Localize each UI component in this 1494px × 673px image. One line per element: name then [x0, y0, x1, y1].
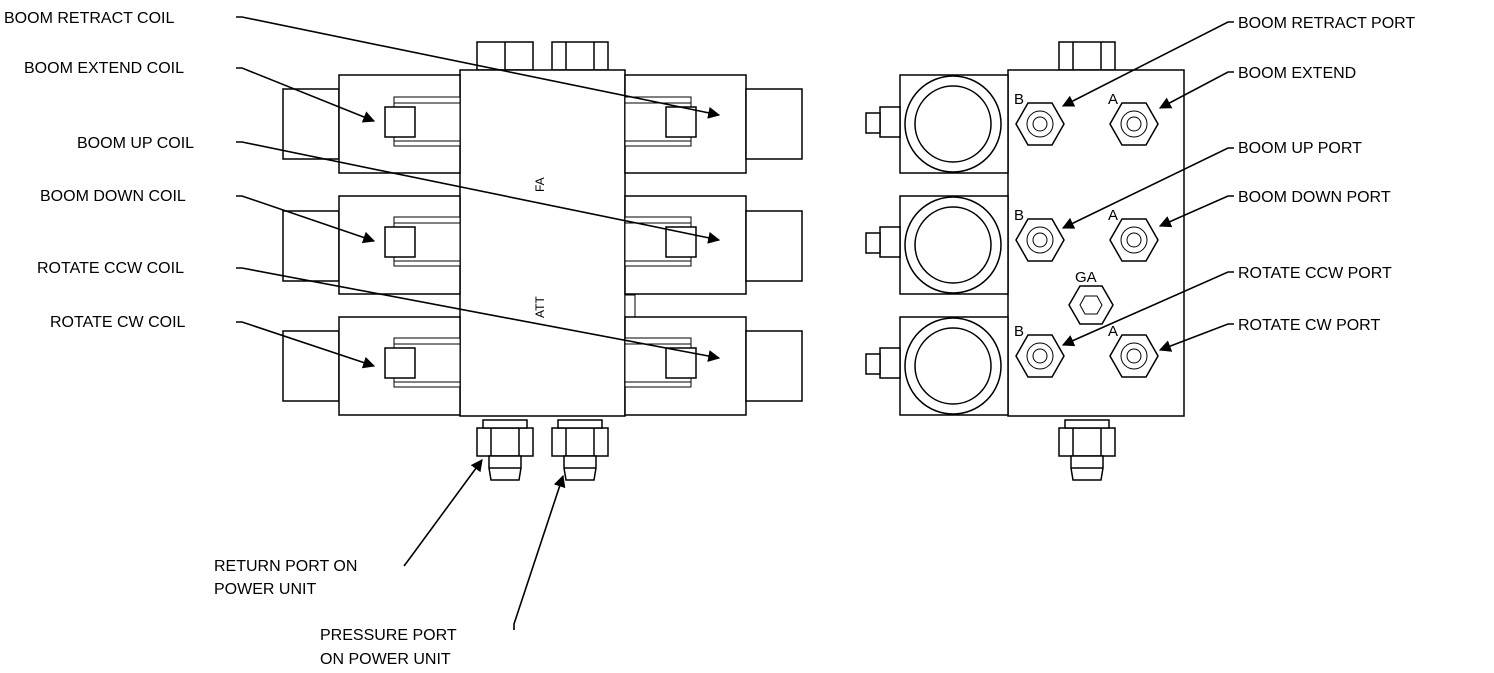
port-a-label-row3: A [1108, 323, 1118, 340]
left-valve-stack: FA ATT [282, 41, 803, 481]
gauge-label: GA [1075, 269, 1097, 286]
label-boom-down-port: BOOM DOWN PORT [1238, 189, 1391, 206]
spool-cap-2 [865, 195, 1009, 295]
leader-rotate-cw-coil [236, 321, 376, 369]
leader-pressure-port [513, 474, 566, 630]
leader-boom-up-port [1061, 147, 1234, 229]
port-a-row2 [1109, 218, 1159, 262]
leader-rotate-cw-port [1158, 323, 1234, 352]
leader-rotate-ccw-port [1061, 271, 1234, 347]
leader-rotate-ccw-coil [236, 267, 721, 362]
label-rotate-cw-coil: ROTATE CW COIL [50, 314, 186, 331]
leader-boom-up-coil [236, 141, 721, 244]
leader-boom-retract-coil [236, 16, 721, 119]
port-b-label-row2: B [1014, 207, 1024, 224]
label-pressure-port-line1: PRESSURE PORT [320, 627, 457, 644]
leader-boom-down-port [1158, 195, 1234, 228]
label-boom-down-coil: BOOM DOWN COIL [40, 188, 186, 205]
label-pressure-port-line2: ON POWER UNIT [320, 651, 451, 668]
leader-return-port [403, 459, 483, 567]
label-boom-retract-port: BOOM RETRACT PORT [1238, 15, 1415, 32]
spool-cap-1 [865, 74, 1009, 174]
gauge-port [1068, 285, 1114, 325]
top-fitting-right [551, 41, 609, 71]
label-rotate-ccw-port: ROTATE CCW PORT [1238, 265, 1392, 282]
solenoid-row-3 [282, 316, 803, 416]
leader-boom-retract-port [1061, 21, 1234, 107]
label-return-port-line2: POWER UNIT [214, 581, 316, 598]
right-valve-view: B A B A GA B A [865, 41, 1185, 481]
label-boom-retract-coil: BOOM RETRACT COIL [4, 10, 174, 27]
leader-boom-extend [1158, 71, 1234, 109]
leader-boom-down-coil [236, 195, 376, 244]
leader-boom-extend-coil [236, 67, 376, 123]
top-fitting-right-view [1058, 41, 1116, 71]
port-a-label-row1: A [1108, 91, 1118, 108]
port-a-label-row2: A [1108, 207, 1118, 224]
spool-cap-3 [865, 316, 1009, 416]
port-b-row2 [1015, 218, 1065, 262]
port-a-row3 [1109, 334, 1159, 378]
port-b-row1 [1015, 102, 1065, 146]
stamp-top-text: FA [533, 177, 547, 192]
label-rotate-ccw-coil: ROTATE CCW COIL [37, 260, 184, 277]
port-b-label-row3: B [1014, 323, 1024, 340]
label-boom-up-coil: BOOM UP COIL [77, 135, 194, 152]
pressure-fitting [551, 419, 609, 481]
port-b-label-row1: B [1014, 91, 1024, 108]
return-fitting [476, 419, 534, 481]
stamp-mid-text: ATT [533, 296, 547, 318]
label-return-port-line1: RETURN PORT ON [214, 558, 357, 575]
solenoid-row-2 [282, 195, 803, 295]
top-fitting-left [476, 41, 534, 71]
leader-lines [236, 16, 1234, 630]
port-a-row1 [1109, 102, 1159, 146]
label-rotate-cw-port: ROTATE CW PORT [1238, 317, 1380, 334]
label-boom-extend-coil: BOOM EXTEND COIL [24, 60, 184, 77]
label-boom-extend: BOOM EXTEND [1238, 65, 1356, 82]
valve-manifold-body [459, 69, 626, 417]
bottom-fitting-right-view [1058, 419, 1116, 481]
solenoid-row-1 [282, 74, 803, 174]
port-b-row3 [1015, 334, 1065, 378]
right-callouts: BOOM RETRACT PORT BOOM EXTEND BOOM UP PO… [1238, 15, 1415, 334]
label-boom-up-port: BOOM UP PORT [1238, 140, 1362, 157]
left-callouts: BOOM RETRACT COIL BOOM EXTEND COIL BOOM … [4, 10, 457, 668]
